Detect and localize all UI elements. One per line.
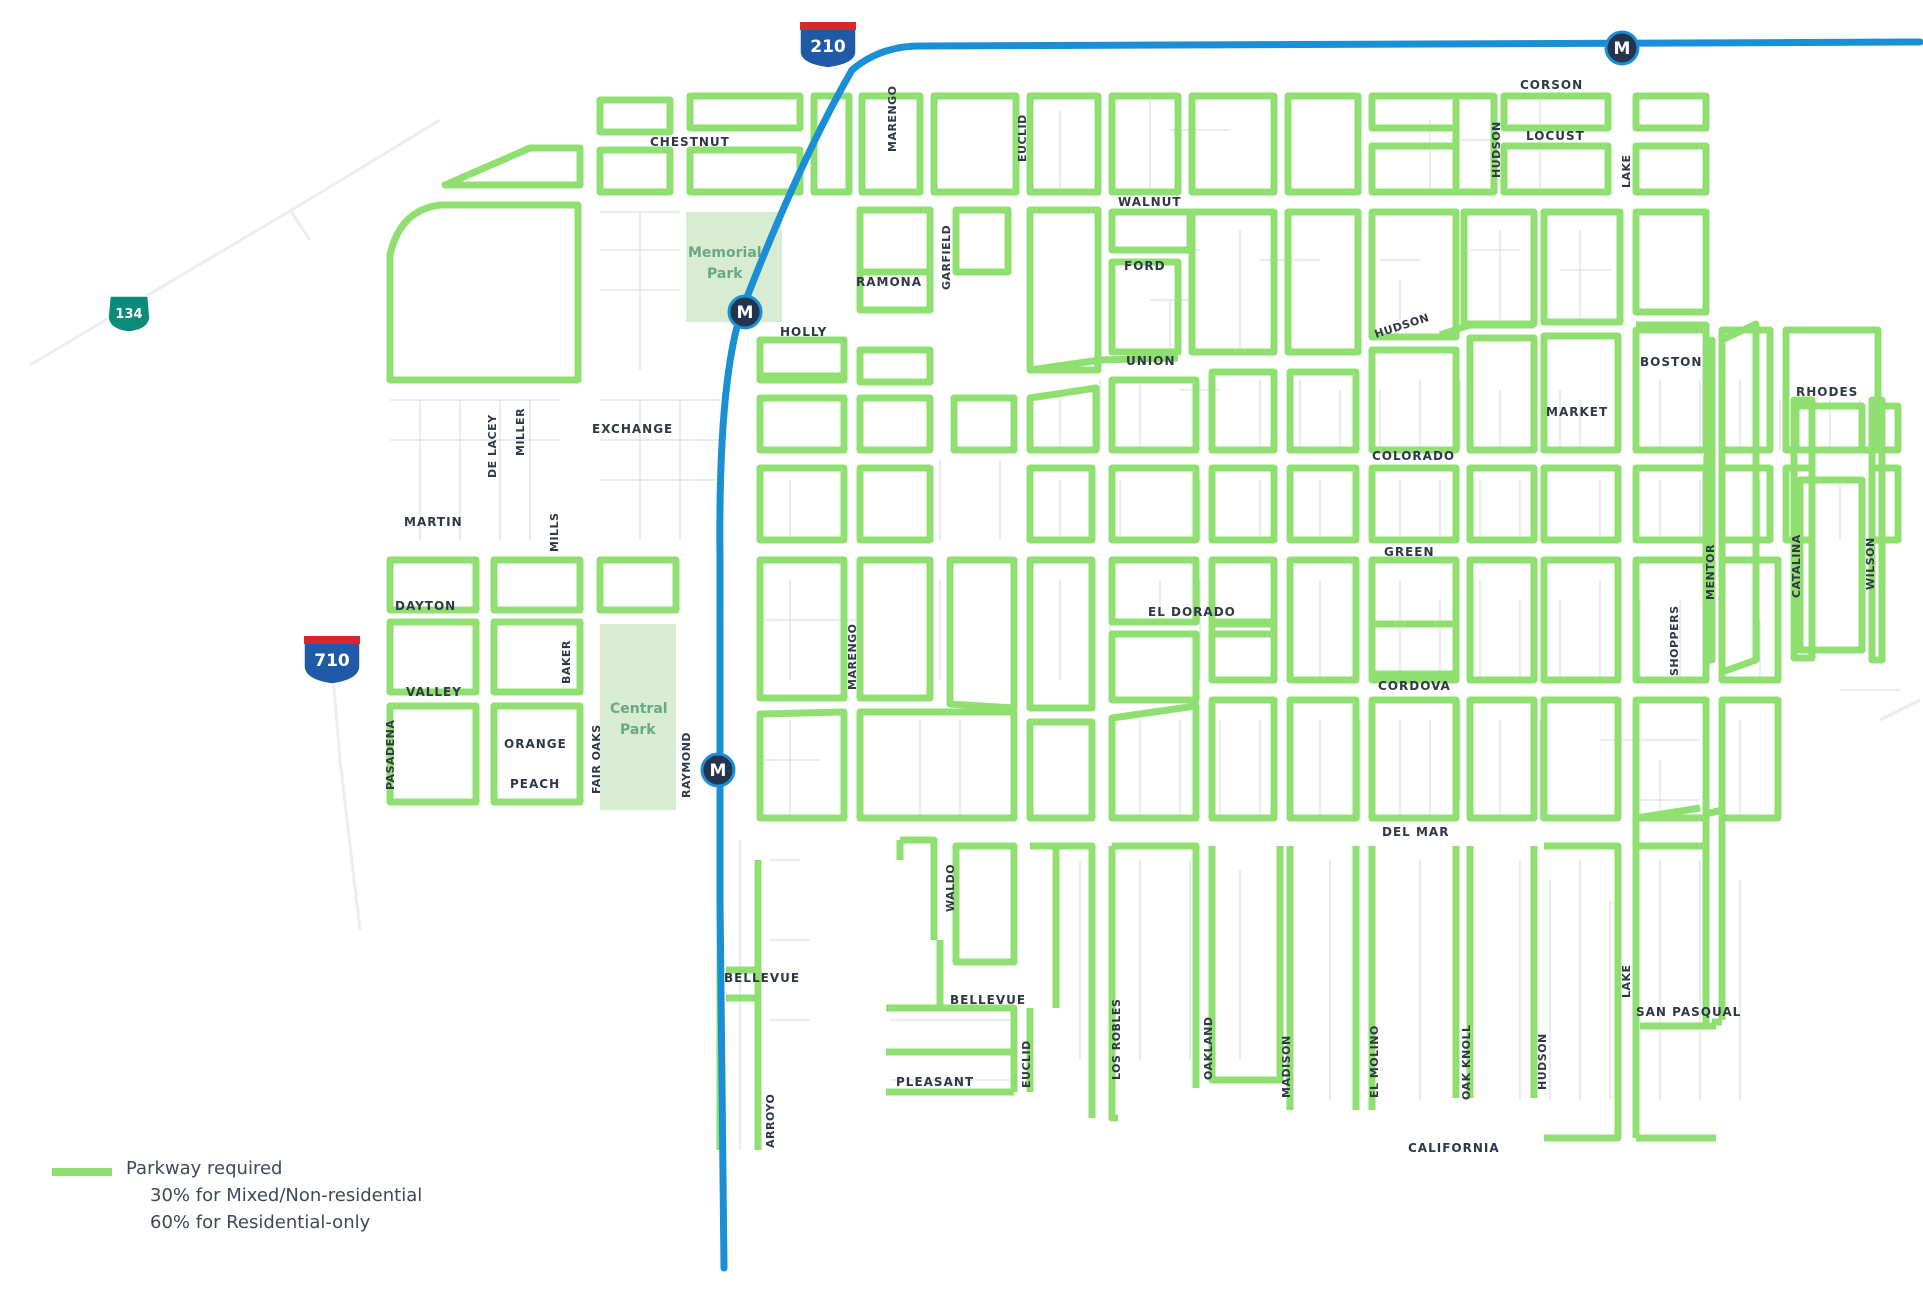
street-rhodes: RHODES <box>1796 385 1858 399</box>
street-lake-north: LAKE <box>1620 154 1633 188</box>
central-park-label-line1: Central <box>610 701 668 717</box>
legend-line-residential: 60% for Residential-only <box>150 1212 371 1233</box>
street-catalina: CATALINA <box>1790 534 1803 598</box>
street-el-molino: EL MOLINO <box>1368 1025 1381 1098</box>
street-chestnut: CHESTNUT <box>650 135 730 149</box>
street-pleasant: PLEASANT <box>896 1075 974 1089</box>
metro-gold-line <box>716 38 1923 1272</box>
legend-title: Parkway required <box>126 1158 283 1179</box>
street-arroyo: ARROYO <box>764 1094 777 1148</box>
street-oakland: OAKLAND <box>1202 1017 1215 1080</box>
street-colorado: COLORADO <box>1372 449 1455 463</box>
street-market: MARKET <box>1546 405 1608 419</box>
street-raymond: RAYMOND <box>680 732 693 798</box>
street-marengo: MARENGO <box>846 623 859 690</box>
street-oak-knoll: OAK KNOLL <box>1460 1024 1473 1100</box>
street-bellevue-west: BELLEVUE <box>724 971 800 985</box>
street-san-pasqual: SAN PASQUAL <box>1636 1005 1741 1019</box>
svg-text:M: M <box>1614 39 1631 59</box>
street-fair-oaks: FAIR OAKS <box>590 724 603 794</box>
street-wilson: WILSON <box>1864 537 1877 590</box>
street-de-lacey: DE LACEY <box>486 414 499 478</box>
street-los-robles: LOS ROBLES <box>1110 999 1123 1080</box>
legend: Parkway required 30% for Mixed/Non-resid… <box>50 1158 470 1238</box>
street-orange: ORANGE <box>504 737 567 751</box>
street-ramona: RAMONA <box>856 275 922 289</box>
street-labels: CORSON CHESTNUT LOCUST WALNUT FORD RAMON… <box>384 78 1877 1155</box>
street-valley: VALLEY <box>406 685 462 699</box>
memorial-park-label-line1: Memorial <box>688 245 762 261</box>
interstate-710-shield-icon: 710 <box>303 636 361 685</box>
street-madison: MADISON <box>1280 1035 1293 1098</box>
street-holly: HOLLY <box>780 325 827 339</box>
street-hudson-north: HUDSON <box>1490 121 1503 178</box>
interstate-710-number: 710 <box>314 651 350 671</box>
interstate-210-shield-icon: 210 <box>799 22 857 69</box>
street-mills: MILLS <box>548 513 561 552</box>
legend-parkway-swatch <box>52 1168 112 1176</box>
street-dayton: DAYTON <box>395 599 456 613</box>
street-locust: LOCUST <box>1526 129 1585 143</box>
street-cordova: CORDOVA <box>1378 679 1451 693</box>
street-waldo: WALDO <box>944 864 957 912</box>
street-euclid-south: EUCLID <box>1020 1040 1033 1088</box>
street-green: GREEN <box>1384 545 1435 559</box>
svg-text:M: M <box>710 761 727 781</box>
central-park-label-line2: Park <box>620 722 656 738</box>
street-hudson-south: HUDSON <box>1536 1033 1549 1090</box>
street-del-mar: DEL MAR <box>1382 825 1449 839</box>
street-exchange: EXCHANGE <box>592 422 673 436</box>
street-corson: CORSON <box>1520 78 1583 92</box>
parkway-blocks <box>386 92 1902 1150</box>
street-marengo-north: MARENGO <box>886 85 899 152</box>
memorial-park-label-line2: Park <box>707 266 743 282</box>
park-labels: Memorial Park Central Park <box>610 245 762 738</box>
street-garfield: GARFIELD <box>940 225 953 290</box>
street-union: UNION <box>1126 354 1176 368</box>
street-euclid-north: EUCLID <box>1016 114 1029 162</box>
street-miller: MILLER <box>514 408 527 456</box>
metro-station-memorial-park[interactable]: M <box>727 294 763 330</box>
svg-text:M: M <box>737 303 754 323</box>
legend-line-mixed: 30% for Mixed/Non-residential <box>150 1185 423 1206</box>
street-boston: BOSTON <box>1640 355 1702 369</box>
street-el-dorado: EL DORADO <box>1148 605 1236 619</box>
state-route-134-number: 134 <box>115 307 142 322</box>
street-shoppers: SHOPPERS <box>1668 605 1681 676</box>
street-martin: MARTIN <box>404 515 463 529</box>
street-peach: PEACH <box>510 777 560 791</box>
interstate-210-number: 210 <box>810 37 846 57</box>
metro-station-del-mar[interactable]: M <box>700 752 736 788</box>
street-bellevue-east: BELLEVUE <box>950 993 1026 1007</box>
street-pasadena: PASADENA <box>384 720 397 790</box>
street-california: CALIFORNIA <box>1408 1141 1500 1155</box>
state-route-134-shield-icon: 134 <box>107 295 151 333</box>
metro-station-north[interactable]: M <box>1604 30 1640 66</box>
street-baker: BAKER <box>560 640 573 684</box>
street-ford: FORD <box>1124 259 1166 273</box>
central-park-area <box>600 624 676 810</box>
street-walnut: WALNUT <box>1118 195 1182 209</box>
street-mentor: MENTOR <box>1704 544 1717 600</box>
street-lake-south: LAKE <box>1620 964 1633 998</box>
